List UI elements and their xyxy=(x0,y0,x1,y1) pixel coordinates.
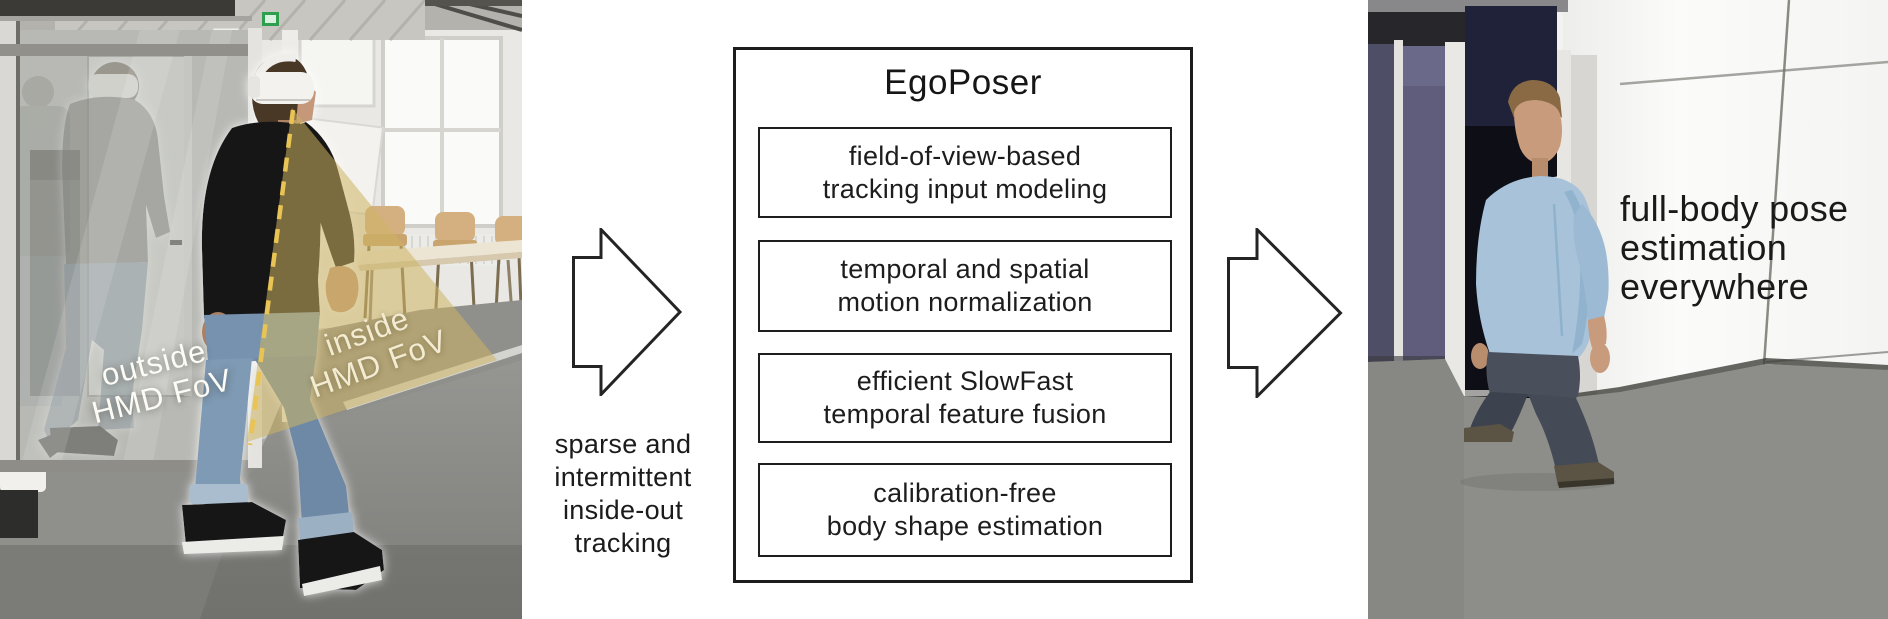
output-caption: full-body pose estimation everywhere xyxy=(1620,189,1888,306)
purple-wall xyxy=(1368,40,1445,370)
flow-arrow-right xyxy=(1227,228,1343,398)
ghost-hmd-user xyxy=(38,62,170,458)
dark-lintel xyxy=(1368,12,1465,46)
output-caption-line1: full-body pose xyxy=(1620,188,1849,229)
output-caption-line2: estimation xyxy=(1620,227,1788,268)
hmd-headset xyxy=(248,53,314,104)
avatar-back-shoe xyxy=(1464,424,1514,442)
input-caption: sparse and intermittent inside-out track… xyxy=(513,428,733,560)
module-4-line2: body shape estimation xyxy=(826,511,1104,541)
avatar-right-arm xyxy=(1573,204,1609,320)
input-caption-line2: intermittent xyxy=(554,462,692,492)
module-1-line2: tracking input modeling xyxy=(822,173,1108,204)
photo-hmd-user xyxy=(0,0,522,619)
egoposer-pipeline-box: EgoPoser field-of-view-based tracking in… xyxy=(733,47,1193,583)
input-caption-line1: sparse and xyxy=(554,429,692,459)
ceiling-beam xyxy=(0,0,235,16)
avatar-jeans xyxy=(1486,352,1580,400)
input-caption-line3: inside-out xyxy=(562,495,684,525)
module-2-line1: temporal and spatial xyxy=(840,254,1090,284)
module-slowfast-fusion: efficient SlowFast temporal feature fusi… xyxy=(758,353,1172,443)
input-caption-line4: tracking xyxy=(574,528,672,558)
fov-cone xyxy=(247,108,497,442)
avatar-left-hand xyxy=(1471,343,1489,369)
avatar-face xyxy=(1514,100,1562,164)
module-4-line1: calibration-free xyxy=(873,478,1057,508)
flow-arrow-left xyxy=(572,228,683,396)
module-2-line2: motion normalization xyxy=(837,287,1093,317)
module-1-line1: field-of-view-based xyxy=(848,140,1082,171)
front-leg xyxy=(194,358,252,500)
avatar-shirt xyxy=(1476,176,1599,358)
carpet-shadow xyxy=(1368,359,1464,619)
module-3-line2: temporal feature fusion xyxy=(823,399,1107,429)
module-body-shape: calibration-free body shape estimation xyxy=(758,463,1172,557)
module-fov-tracking: field-of-view-based tracking input model… xyxy=(758,127,1172,218)
avatar-neck xyxy=(1532,158,1548,182)
avatar-right-hand xyxy=(1590,343,1610,373)
door-frame-left xyxy=(1445,42,1465,398)
module-3-line1: efficient SlowFast xyxy=(856,366,1074,396)
bright-panel-wall xyxy=(1563,0,1888,420)
glass-streaks xyxy=(20,30,232,468)
ghost-hmd xyxy=(88,74,138,98)
output-caption-line3: everywhere xyxy=(1620,266,1810,307)
render-avatar-scene xyxy=(1368,0,1888,619)
back-leg xyxy=(254,356,350,526)
pipeline-title: EgoPoser xyxy=(884,63,1042,102)
avatar-front-leg xyxy=(1528,394,1600,470)
skirting xyxy=(1562,357,1888,401)
fov-dashed-line xyxy=(247,109,296,446)
avatar xyxy=(1460,80,1616,491)
module-motion-normalization: temporal and spatial motion normalizatio… xyxy=(758,240,1172,332)
front-shoe xyxy=(182,502,286,546)
ghost-reflection-far xyxy=(12,76,70,406)
